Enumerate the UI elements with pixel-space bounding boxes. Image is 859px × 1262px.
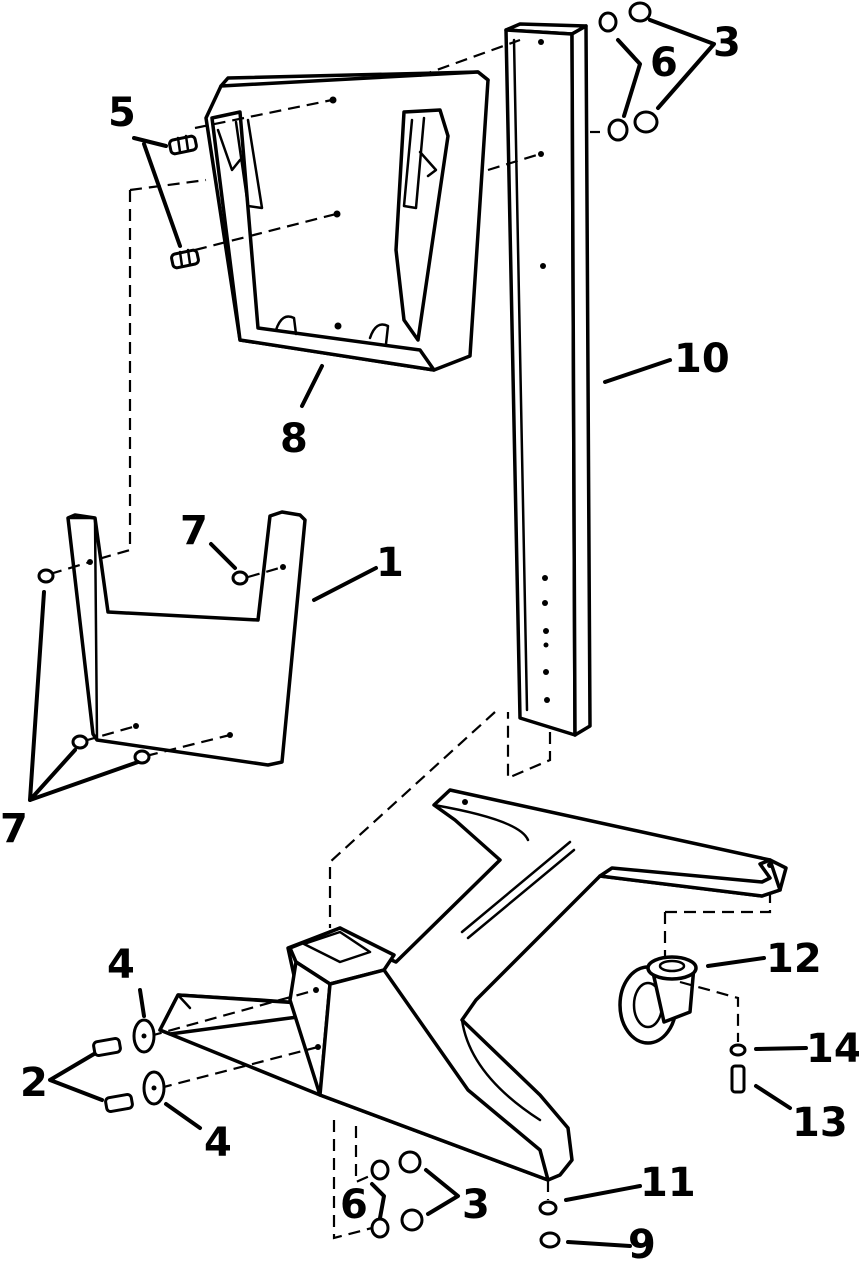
assembly-dashed-lines <box>49 38 772 1240</box>
column-part <box>504 22 592 737</box>
upper-bracket-part <box>204 70 490 372</box>
callout-2: 2 <box>20 1060 48 1106</box>
hardware-screws-5 <box>168 134 200 270</box>
callout-3-bottom: 3 <box>462 1182 490 1228</box>
callout-7-upper: 7 <box>180 508 208 554</box>
callout-4-top: 4 <box>107 942 135 988</box>
callout-6-bottom: 6 <box>340 1182 368 1228</box>
callout-8: 8 <box>280 416 308 462</box>
callout-6-top: 6 <box>650 40 678 86</box>
lower-bracket-part <box>66 510 307 767</box>
callout-7-lower: 7 <box>0 806 28 852</box>
callout-labels: 1 2 3 3 4 4 5 6 6 7 7 8 9 10 11 12 13 14 <box>0 20 859 1262</box>
callout-9: 9 <box>628 1222 656 1262</box>
callout-1: 1 <box>376 540 404 586</box>
callout-14: 14 <box>806 1026 859 1072</box>
hardware-nuts-washers-top <box>598 1 659 142</box>
callout-12: 12 <box>766 936 822 982</box>
hardware-caster-bolt <box>538 1043 747 1249</box>
callout-5: 5 <box>108 90 136 136</box>
hardware-bolts-washers-left <box>92 1018 166 1114</box>
callout-3-top: 3 <box>713 20 741 66</box>
callout-11: 11 <box>640 1160 696 1206</box>
leader-lines <box>28 18 808 1248</box>
caster-part <box>618 955 698 1045</box>
callout-13: 13 <box>792 1100 848 1146</box>
hardware-nuts-washers-bottom <box>370 1150 424 1239</box>
hardware-pins-7 <box>37 568 249 765</box>
callout-10: 10 <box>674 336 730 382</box>
callout-4-bottom: 4 <box>204 1120 232 1166</box>
